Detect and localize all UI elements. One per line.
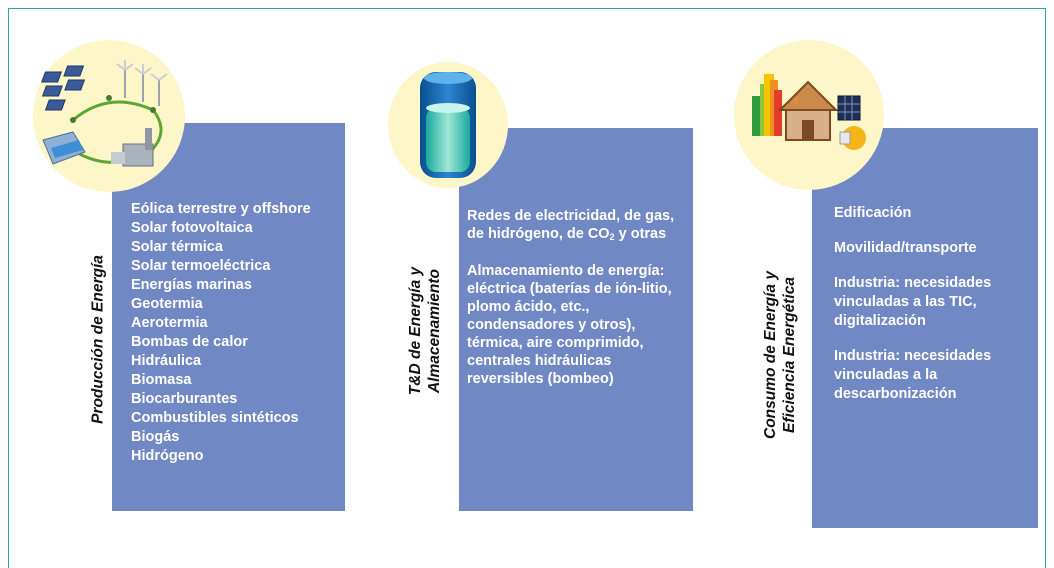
storage-panel <box>459 128 693 511</box>
production-list: Eólica terrestre y offshore Solar fotovo… <box>131 200 343 466</box>
production-title: Producción de Energía <box>89 255 107 424</box>
figure-frame <box>8 8 1046 568</box>
list-item: Hidrógeno <box>131 448 204 464</box>
consumption-text: Edificación Movilidad/transporte Industr… <box>834 204 1034 420</box>
consumption-title: Consumo de Energía y Eficiencia Energéti… <box>761 255 799 455</box>
production-icon-circle <box>33 40 185 192</box>
consumption-item: Industria: necesidades vinculadas a la d… <box>834 348 992 402</box>
list-item: Biocarburantes <box>131 391 238 407</box>
list-item: Eólica terrestre y offshore <box>131 201 311 217</box>
list-item: Energías marinas <box>131 277 252 293</box>
list-item: Solar fotovoltaica <box>131 220 253 236</box>
list-item: Biogás <box>131 429 180 445</box>
storage-title-line2: Almacenamiento <box>426 268 443 394</box>
production-panel <box>112 123 345 511</box>
consumption-title-line1: Consumo de Energía y <box>762 271 779 439</box>
consumption-item: Movilidad/transporte <box>834 240 977 256</box>
battery-icon <box>420 72 476 178</box>
consumption-item: Edificación <box>834 205 912 221</box>
storage-paragraph: Almacenamiento de energía: eléctrica (ba… <box>467 263 672 387</box>
storage-text: Redes de electricidad, de gas, de hidróg… <box>467 207 689 404</box>
renewable-energy-plants-icon <box>41 60 168 167</box>
efficient-house-icon <box>752 74 866 150</box>
consumption-icon-circle <box>734 40 884 190</box>
list-item: Solar termoeléctrica <box>131 258 271 274</box>
list-item: Combustibles sintéticos <box>131 410 299 426</box>
list-item: Aerotermia <box>131 315 208 331</box>
grids-paragraph: Redes de electricidad, de gas, de hidróg… <box>467 208 675 242</box>
storage-title-line1: T&D de Energía y <box>407 266 424 396</box>
list-item: Hidráulica <box>131 353 202 369</box>
consumption-item: Industria: necesidades vinculadas a las … <box>834 275 992 329</box>
consumption-title-line2: Eficiencia Energética <box>781 277 798 433</box>
list-item: Biomasa <box>131 372 192 388</box>
list-item: Bombas de calor <box>131 334 248 350</box>
storage-title: T&D de Energía y Almacenamiento <box>406 231 444 431</box>
consumption-panel <box>812 128 1038 528</box>
storage-icon-circle <box>388 62 508 188</box>
list-item: Solar térmica <box>131 239 223 255</box>
list-item: Geotermia <box>131 296 203 312</box>
